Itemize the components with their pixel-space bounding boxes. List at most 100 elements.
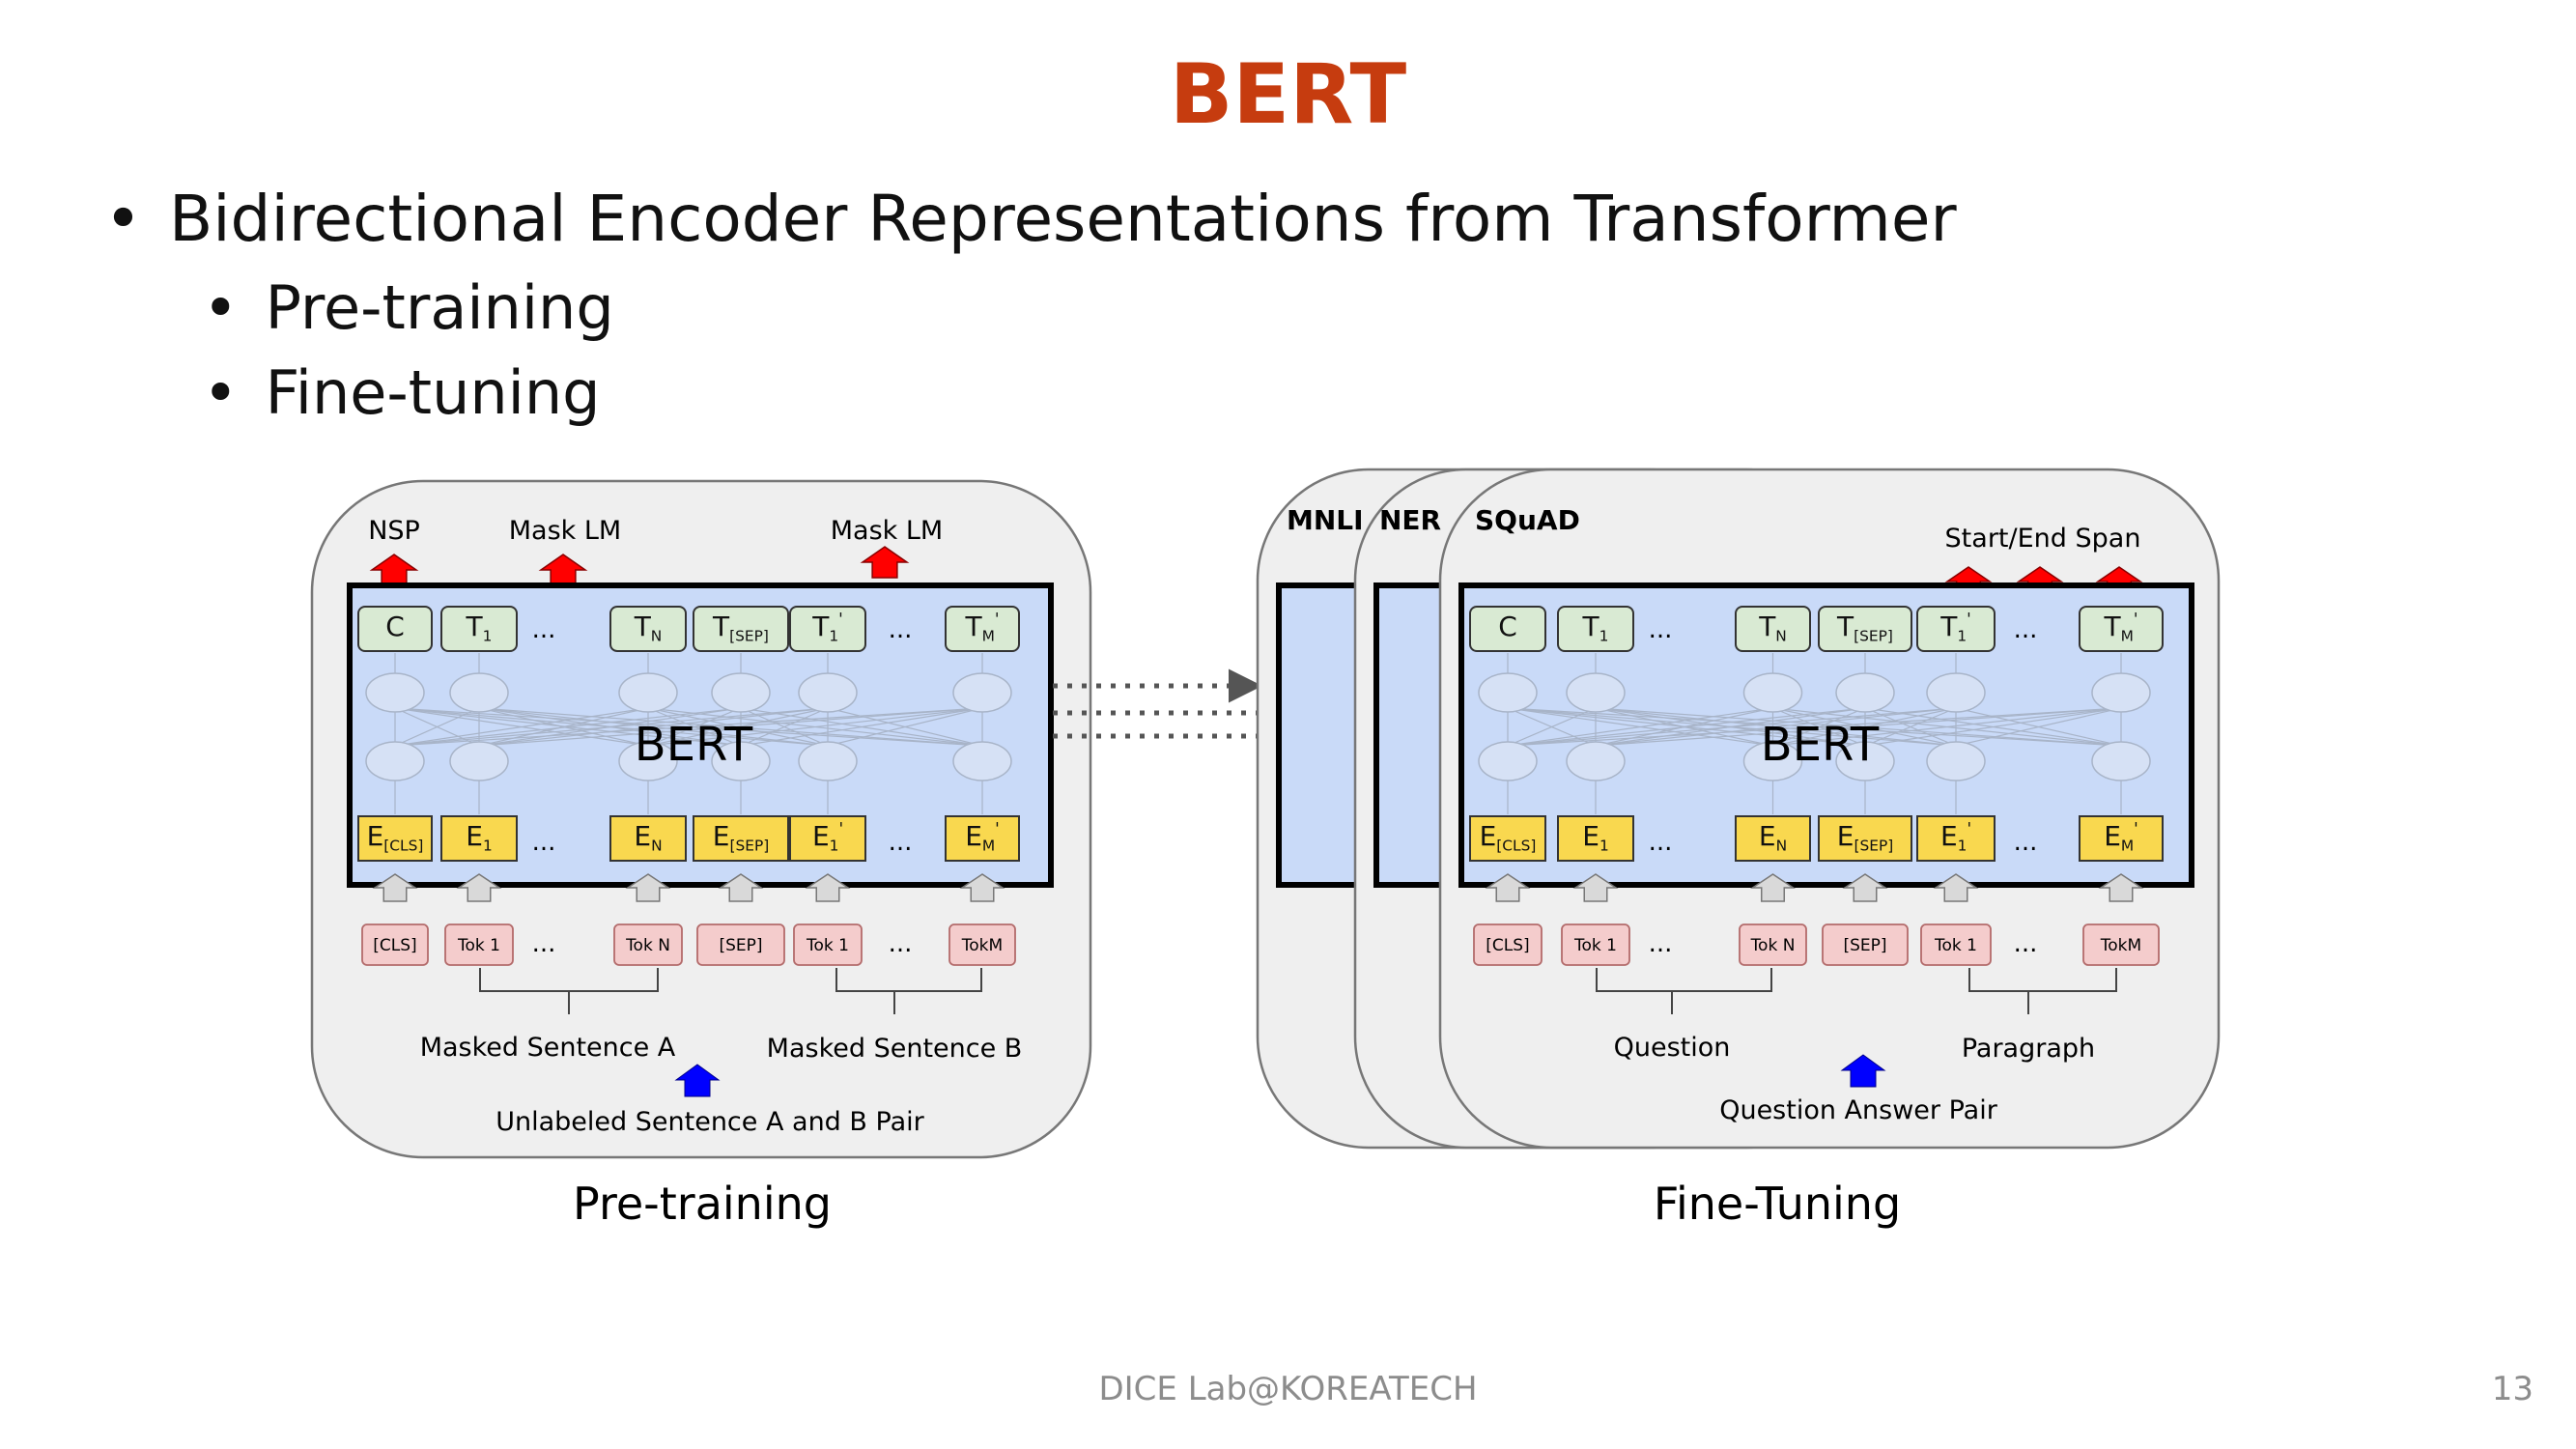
attention-line	[478, 707, 983, 747]
output-token-box	[609, 606, 687, 652]
token-label: T1	[1582, 611, 1609, 644]
transformer-node	[952, 741, 1012, 781]
output-token-box	[945, 606, 1020, 652]
transformer-node	[1926, 741, 1986, 781]
output-token-box	[1469, 606, 1546, 652]
bullet-fine-tuning: • Fine-tuning	[203, 357, 601, 428]
token-label: C	[385, 611, 405, 642]
attention-line	[827, 707, 983, 747]
transformer-node	[798, 741, 858, 781]
input-token-label: TokM	[2100, 936, 2141, 955]
question-label: Question	[1614, 1033, 1731, 1063]
token-label: T1'	[811, 610, 843, 644]
page-number: 13	[2491, 1370, 2534, 1408]
input-token-label: TokM	[961, 936, 1003, 955]
token-label: TN	[1758, 611, 1787, 644]
task-label-mnli: MNLI	[1287, 504, 1364, 536]
input-token-box	[1822, 923, 1909, 966]
output-token-box	[440, 606, 518, 652]
input-arrow-pretraining	[674, 1064, 721, 1097]
output-arrow-red	[860, 546, 910, 579]
bullet-text: Fine-tuning	[265, 357, 601, 428]
output-token-box	[2079, 606, 2164, 652]
bullet-dot: •	[203, 357, 239, 428]
transformer-node	[365, 672, 425, 713]
embedding-box	[789, 815, 866, 862]
input-token-box	[696, 923, 785, 966]
token-label: E1	[466, 820, 493, 854]
input-token-label: [SEP]	[1843, 936, 1886, 955]
embedding-box	[693, 815, 789, 862]
masked-sentence-a-label: Masked Sentence A	[420, 1033, 676, 1063]
input-tokens-pretraining: [CLS]Tok 1...Tok N[SEP]Tok 1...TokM	[361, 923, 1016, 966]
embedding-box	[1818, 815, 1912, 862]
token-label: TM'	[2103, 610, 2137, 644]
output-token-box	[693, 606, 789, 652]
nsp-label: NSP	[368, 516, 420, 546]
transformer-node	[711, 672, 771, 713]
start-end-span-label: Start/End Span	[1945, 524, 2141, 554]
input-tokens-finetuning: [CLS]Tok 1...Tok N[SEP]Tok 1...TokM	[1473, 923, 2160, 966]
input-token-box	[1561, 923, 1630, 966]
bullet-bert-definition: •Bidirectional Encoder Representations f…	[104, 182, 1957, 256]
transformer-node	[1478, 672, 1538, 713]
token-label: E[CLS]	[1480, 820, 1537, 854]
input-up-arrow	[372, 873, 418, 902]
attention-line	[394, 707, 480, 747]
output-token-ellipsis: ...	[2014, 615, 2038, 644]
bullet-dot: •	[203, 272, 239, 343]
attention-line	[1595, 707, 2122, 747]
input-up-arrow	[1933, 873, 1979, 902]
attention-line	[394, 707, 649, 747]
transformer-node	[449, 741, 509, 781]
output-token-box	[1557, 606, 1634, 652]
attention-line	[1507, 707, 1957, 747]
embedding-box	[945, 815, 1020, 862]
input-up-arrow	[456, 873, 502, 902]
embedding-box	[1916, 815, 1996, 862]
attention-line	[1864, 707, 2122, 747]
input-up-arrow	[1485, 873, 1531, 902]
attention-line	[1772, 707, 2122, 747]
input-token-label: Tok N	[1750, 936, 1796, 955]
attention-line	[1507, 707, 1773, 747]
token-label: C	[1498, 611, 1517, 642]
attention-line	[394, 707, 829, 747]
attention-line	[1955, 707, 2122, 747]
input-token-box	[948, 923, 1016, 966]
input-token-label: [CLS]	[373, 936, 416, 955]
bullet-text: Pre-training	[265, 272, 614, 343]
token-label: EN	[1759, 820, 1787, 854]
token-label: E[SEP]	[1837, 820, 1894, 854]
input-token-ellipsis: ...	[1649, 929, 1673, 958]
embedding-box	[440, 815, 518, 862]
transformer-node	[1742, 672, 1803, 713]
input-up-arrow	[959, 873, 1005, 902]
token-label: E[CLS]	[367, 820, 424, 854]
transformer-node	[365, 741, 425, 781]
input-token-box	[1473, 923, 1543, 966]
input-token-box	[444, 923, 514, 966]
output-token-box	[1735, 606, 1811, 652]
mask-lm-label-1: Mask LM	[509, 516, 621, 546]
attention-line	[1507, 707, 1597, 747]
transformer-node	[1566, 741, 1626, 781]
bert-model-label-pretraining: BERT	[635, 718, 753, 772]
embedding-ellipsis: ...	[2014, 828, 2038, 857]
output-token-box	[789, 606, 866, 652]
transformer-node	[798, 672, 858, 713]
transformer-node	[711, 741, 771, 781]
bracket-question	[1596, 968, 1772, 1014]
attention-line	[394, 707, 983, 747]
token-label: T1	[466, 611, 493, 644]
input-up-arrow	[2098, 873, 2144, 902]
input-token-label: Tok 1	[1934, 936, 1977, 955]
input-arrow-finetuning	[1840, 1054, 1886, 1088]
embedding-box	[1735, 815, 1811, 862]
embedding-box	[1469, 815, 1546, 862]
attention-line	[1864, 707, 1957, 747]
embedding-ellipsis: ...	[889, 828, 913, 857]
attention-line	[394, 707, 742, 747]
